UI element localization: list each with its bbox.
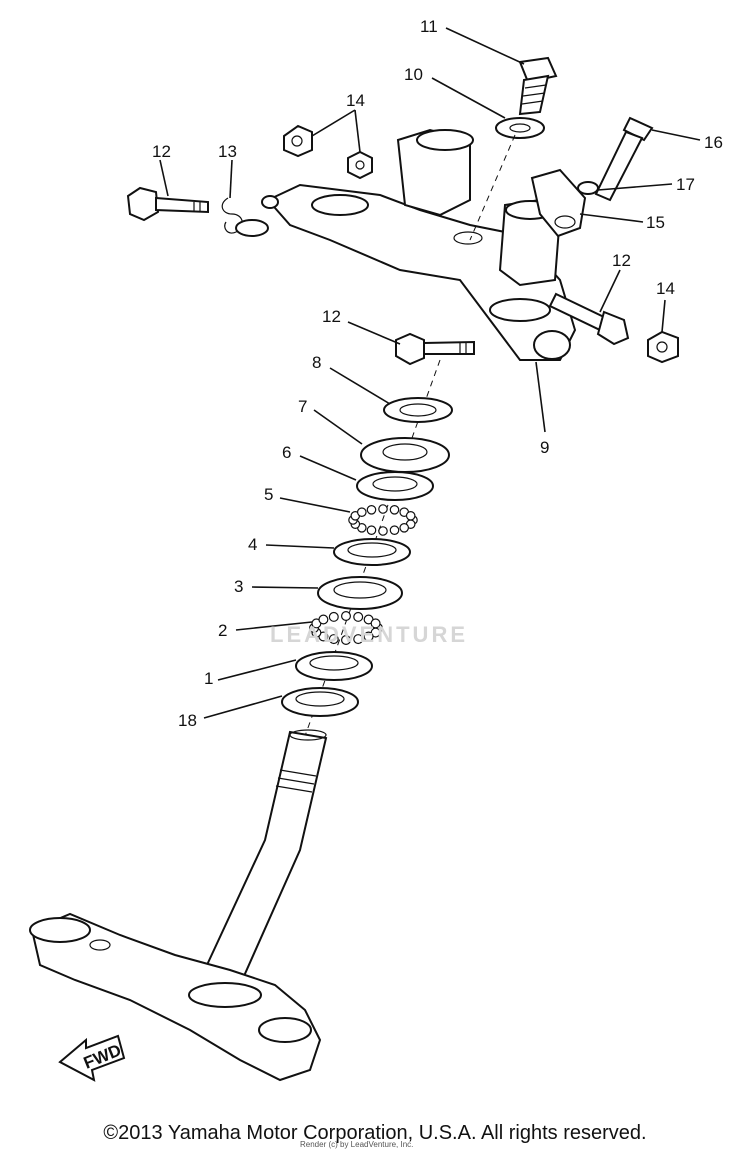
nut-14-mid bbox=[347, 150, 373, 180]
balls-2 bbox=[309, 610, 384, 645]
lower-bracket bbox=[29, 912, 322, 1082]
callout-13: 13 bbox=[218, 142, 237, 161]
nut-8 bbox=[383, 397, 453, 423]
copyright-text: ©2013 Yamaha Motor Corporation, U.S.A. A… bbox=[103, 1122, 647, 1144]
bearing-ball bbox=[356, 507, 367, 517]
race-3 bbox=[317, 576, 403, 610]
bearing-ball bbox=[328, 634, 339, 645]
callout-12-left: 12 bbox=[152, 142, 171, 161]
bolt-12-left bbox=[126, 186, 209, 222]
bearing-ball bbox=[405, 510, 416, 521]
callout-18: 18 bbox=[178, 711, 197, 730]
race-6 bbox=[356, 471, 434, 501]
balls-5 bbox=[348, 504, 418, 536]
race-1 bbox=[295, 651, 373, 681]
callout-12-right: 12 bbox=[612, 251, 631, 270]
clip-13 bbox=[221, 195, 279, 237]
callout-6: 6 bbox=[282, 443, 291, 462]
nut-14-top bbox=[283, 124, 313, 158]
callout-7: 7 bbox=[298, 397, 307, 416]
axis-upper bbox=[469, 134, 516, 241]
upper-bracket bbox=[266, 128, 577, 361]
callout-15: 15 bbox=[646, 213, 665, 232]
callout-14-right: 14 bbox=[656, 279, 675, 298]
washer-17 bbox=[577, 181, 599, 195]
bolt-16 bbox=[594, 116, 654, 202]
cap-15 bbox=[530, 168, 587, 238]
bearing-ball bbox=[366, 525, 377, 535]
nut-14-right bbox=[647, 330, 679, 364]
watermark: LEADVENTURE bbox=[270, 622, 469, 647]
callout-17: 17 bbox=[676, 175, 695, 194]
callout-5: 5 bbox=[264, 485, 273, 504]
callout-9: 9 bbox=[540, 438, 549, 457]
bearing-ball bbox=[328, 611, 339, 622]
bolt-12-center bbox=[395, 332, 475, 366]
leader-lines bbox=[159, 27, 701, 719]
seal-18 bbox=[281, 687, 359, 717]
bearing-ball bbox=[378, 526, 388, 536]
callout-16: 16 bbox=[704, 133, 723, 152]
callout-4: 4 bbox=[248, 535, 257, 554]
callout-11: 11 bbox=[420, 17, 438, 36]
bearing-ball bbox=[378, 504, 388, 514]
bearing-ball bbox=[389, 504, 400, 515]
steering-stem bbox=[198, 729, 328, 987]
render-credit: Render (c) by LeadVenture, Inc. bbox=[300, 1140, 414, 1149]
callouts: 11 10 14 12 13 16 17 15 12 14 12 9 8 7 6… bbox=[152, 17, 723, 730]
bearing-ball bbox=[318, 614, 329, 625]
washer-10 bbox=[495, 117, 545, 139]
callout-14-top: 14 bbox=[346, 91, 365, 110]
bolt-12-right bbox=[548, 292, 630, 346]
callout-8: 8 bbox=[312, 353, 321, 372]
callout-2: 2 bbox=[218, 621, 227, 640]
bearing-ball bbox=[370, 618, 381, 629]
bearing-ball bbox=[363, 631, 374, 642]
bolt-11 bbox=[518, 56, 558, 116]
bearing-ball bbox=[366, 504, 377, 515]
bearing-ball bbox=[353, 634, 364, 645]
bearing-ball bbox=[389, 525, 400, 535]
fwd-arrow: FWD bbox=[58, 1034, 126, 1082]
steering-axis bbox=[299, 359, 441, 751]
callout-1: 1 bbox=[204, 669, 213, 688]
fwd-label: FWD bbox=[81, 1041, 124, 1073]
callout-12-center: 12 bbox=[322, 307, 341, 326]
bearing-ball bbox=[399, 522, 409, 533]
washer-7 bbox=[360, 437, 450, 473]
callout-3: 3 bbox=[234, 577, 243, 596]
bearing-ball bbox=[341, 610, 352, 621]
bearing-ball bbox=[341, 634, 352, 645]
bearing-ball bbox=[353, 611, 364, 622]
callout-10: 10 bbox=[404, 65, 423, 84]
race-4 bbox=[333, 538, 411, 566]
